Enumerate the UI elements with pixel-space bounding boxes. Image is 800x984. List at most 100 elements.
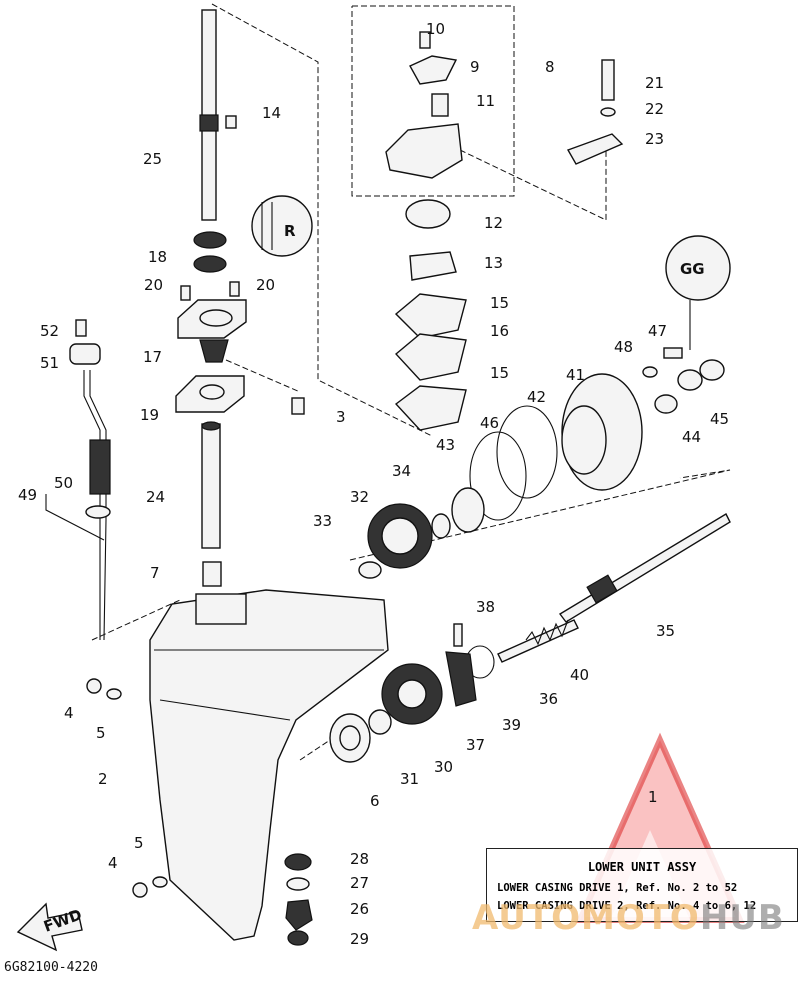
part-number-18: 18	[148, 248, 167, 266]
guide-line-bearing	[299, 739, 331, 761]
oil-seal-45b	[699, 359, 725, 381]
callout-gg-text: GG	[680, 260, 705, 278]
part-number-29: 29	[350, 930, 369, 948]
part-number-25: 25	[143, 150, 162, 168]
part-number-28: 28	[350, 850, 369, 868]
drain-screw-upper	[86, 678, 102, 694]
watermark-text: AUTOMOTOHUB	[472, 898, 785, 938]
clutch-37	[445, 651, 477, 707]
rubber-boot-50	[89, 439, 111, 495]
part-number-15: 15	[490, 294, 509, 312]
part-number-1: 1	[648, 788, 658, 806]
part-number-37: 37	[466, 736, 485, 754]
bearing-upper	[193, 231, 227, 249]
shim-33	[358, 561, 382, 579]
part-number-49: 49	[18, 486, 37, 504]
pump-housing	[385, 123, 463, 179]
part-number-3: 3	[336, 408, 346, 426]
part-number-16: 16	[490, 322, 509, 340]
gasket-upper	[106, 688, 122, 700]
part-number-38: 38	[476, 598, 495, 616]
part-number-11: 11	[476, 92, 495, 110]
legend-line-2: LOWER CASING DRIVE 2, Ref. No. 4 to 6, 1…	[497, 900, 757, 912]
part-number-24: 24	[146, 488, 165, 506]
part-number-20: 20	[256, 276, 275, 294]
part-number-21: 21	[645, 74, 664, 92]
grommet	[202, 561, 222, 587]
legend-title: LOWER UNIT ASSY	[587, 860, 697, 874]
bearing-28	[284, 853, 312, 871]
shift-rod	[83, 370, 101, 640]
legend-box: LOWER UNIT ASSY LOWER CASING DRIVE 1, Re…	[486, 848, 798, 922]
part-number-39: 39	[502, 716, 521, 734]
bearing-43	[451, 487, 485, 533]
pump-bolt	[419, 31, 431, 49]
shim-31	[368, 709, 392, 735]
callout-r-text: R	[284, 222, 296, 240]
pin-right	[229, 281, 240, 297]
lower-casing	[149, 589, 389, 941]
housing-neck	[199, 339, 229, 363]
guide-line-shift-rod	[91, 599, 181, 641]
shift-rod-lever-51	[69, 343, 101, 365]
part-number-43: 43	[436, 436, 455, 454]
catalog-code: 6G82100-4220	[4, 960, 98, 975]
impeller	[409, 251, 457, 281]
outer-plate-cartridge	[394, 333, 467, 381]
gasket-lower	[152, 876, 168, 888]
dog-clutch	[586, 574, 618, 604]
part-number-22: 22	[645, 100, 664, 118]
shim-34	[431, 513, 451, 539]
washer-48	[642, 366, 658, 378]
leader-49	[45, 494, 105, 541]
part-number-9: 9	[470, 58, 480, 76]
part-number-26: 26	[350, 900, 369, 918]
part-number-27: 27	[350, 874, 369, 892]
part-number-5: 5	[134, 834, 144, 852]
part-number-36: 36	[539, 690, 558, 708]
part-number-41: 41	[566, 366, 585, 384]
part-number-6: 6	[370, 792, 380, 810]
watermark-part-1: AUTO	[472, 898, 581, 938]
water-pump-group-frame	[351, 5, 515, 197]
screw-52	[75, 319, 87, 337]
casing-top-pad	[195, 593, 247, 625]
part-number-4: 4	[64, 704, 74, 722]
part-number-42: 42	[527, 388, 546, 406]
pin-38	[453, 623, 463, 647]
part-number-50: 50	[54, 474, 73, 492]
part-number-7: 7	[150, 564, 160, 582]
part-number-13: 13	[484, 254, 503, 272]
watermark-part-3: HUB	[699, 898, 785, 938]
guide-line-driveshaft	[211, 3, 433, 437]
drain-screw-lower	[132, 882, 148, 898]
bracket-23	[566, 133, 624, 165]
part-number-45: 45	[710, 410, 729, 428]
guide-line-pump	[459, 149, 607, 221]
water-tube	[201, 423, 221, 549]
spring-40	[525, 619, 569, 646]
part-number-15: 15	[490, 364, 509, 382]
part-number-19: 19	[140, 406, 159, 424]
fwd-arrow-icon	[16, 902, 83, 952]
part-number-40: 40	[570, 666, 589, 684]
o-ring-42	[496, 405, 558, 499]
part-number-48: 48	[614, 338, 633, 356]
part-number-52: 52	[40, 322, 59, 340]
part-number-2: 2	[98, 770, 108, 788]
part-number-46: 46	[480, 414, 499, 432]
drive-shaft-collar	[199, 114, 219, 132]
part-number-4: 4	[108, 854, 118, 872]
guide-line-propshaft	[349, 469, 731, 561]
pinion-26	[285, 899, 313, 931]
pump-insert-cartridge	[431, 93, 449, 117]
o-ring-46	[469, 431, 527, 521]
part-number-35: 35	[656, 622, 675, 640]
bearing-44	[654, 394, 678, 414]
part-number-23: 23	[645, 130, 664, 148]
magnifier-r-callout	[251, 195, 313, 257]
part-number-31: 31	[400, 770, 419, 788]
guide-line-dowel	[225, 359, 301, 393]
